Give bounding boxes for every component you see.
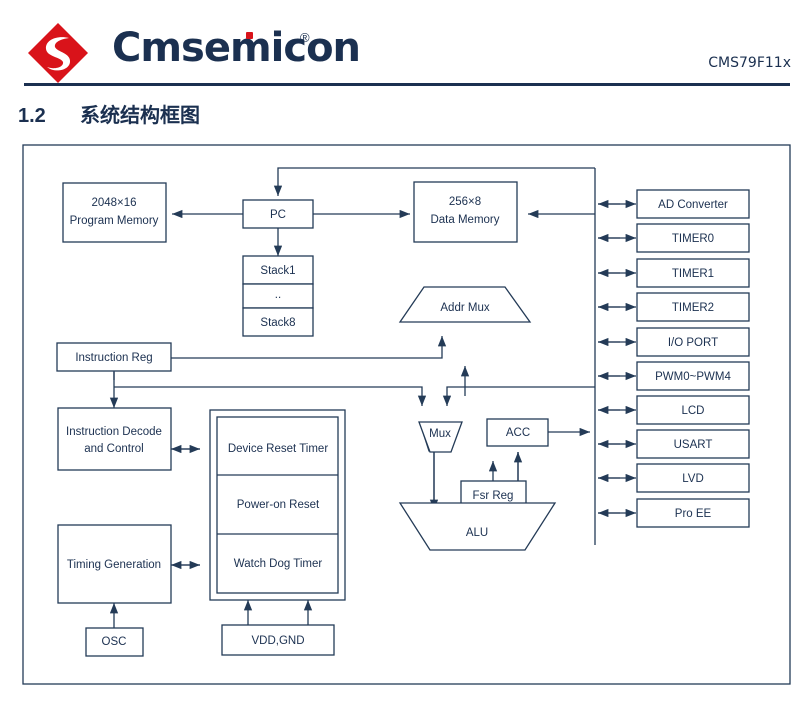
block-alu (398, 502, 557, 551)
block-peripheral-3 (636, 292, 750, 322)
label-addr-mux: Addr Mux (440, 302, 489, 314)
block-peripheral-9 (636, 498, 750, 528)
logo-wordmark: Cmsemicon (112, 25, 361, 71)
label-instruction-reg: Instruction Reg (75, 352, 152, 364)
block-peripheral-8 (636, 463, 750, 493)
block-data-memory (413, 181, 518, 243)
label-timing-generation: Timing Generation (67, 559, 161, 571)
label-peripheral-4: I/O PORT (668, 337, 718, 349)
section-title: 系统结构框图 (80, 105, 200, 127)
label-data-memory-line1: 256×8 (449, 196, 481, 208)
block-stack8 (242, 307, 314, 337)
bus-top-to-pc (273, 167, 595, 196)
label-peripheral-9: Pro EE (675, 508, 712, 520)
label-instruction-decode-line1: Instruction Decode (66, 426, 162, 438)
part-number-label: CMS79F11x (708, 55, 791, 71)
label-instruction-decode-line2: and Control (84, 443, 143, 455)
registered-trademark-icon: ® (300, 30, 310, 45)
label-mux: Mux (429, 428, 451, 440)
label-peripheral-0: AD Converter (658, 199, 728, 211)
label-program-memory-line1: 2048×16 (91, 197, 136, 209)
label-peripheral-5: PWM0~PWM4 (655, 371, 731, 383)
label-stack8: Stack8 (260, 317, 295, 329)
label-peripheral-3: TIMER2 (672, 302, 714, 314)
label-vdd-gnd: VDD,GND (251, 635, 304, 647)
system-block-diagram: 2048×16 Program Memory PC Stack1 .. Stac… (0, 138, 807, 693)
label-osc: OSC (102, 636, 127, 648)
block-peripheral-0 (636, 189, 750, 219)
block-instruction-decode (57, 407, 172, 471)
block-peripheral-2 (636, 258, 750, 288)
block-peripheral-1 (636, 223, 750, 253)
block-peripheral-6 (636, 395, 750, 425)
diagram-frame (22, 144, 791, 685)
label-peripheral-1: TIMER0 (672, 233, 714, 245)
label-data-memory-line2: Data Memory (430, 214, 499, 226)
label-acc: ACC (506, 427, 530, 439)
cmsemicon-logo-icon (28, 23, 88, 83)
block-program-memory (62, 182, 167, 243)
block-stack-middle (242, 283, 314, 309)
block-vdd-gnd (221, 624, 335, 656)
block-peripheral-7 (636, 429, 750, 459)
label-program-memory-line2: Program Memory (70, 215, 159, 227)
block-acc (486, 418, 549, 447)
bus-ireg-to-addrmux (171, 336, 447, 359)
header-divider (24, 83, 790, 86)
label-peripheral-6: LCD (681, 405, 704, 417)
label-watch-dog-timer: Watch Dog Timer (234, 558, 323, 570)
label-peripheral-7: USART (674, 439, 713, 451)
label-peripheral-8: LVD (682, 473, 704, 485)
block-mux-shape (418, 421, 463, 453)
block-reset-group-inner (216, 416, 339, 594)
section-heading: 1.2 系统结构框图 (18, 99, 200, 128)
label-peripheral-2: TIMER1 (672, 268, 714, 280)
label-fsr-reg: Fsr Reg (473, 490, 514, 502)
block-osc (85, 627, 144, 657)
block-peripheral-4 (636, 327, 750, 357)
label-power-on-reset: Power-on Reset (237, 499, 320, 511)
block-addr-mux (398, 286, 532, 323)
label-pc: PC (270, 209, 286, 221)
label-device-reset-timer: Device Reset Timer (228, 443, 329, 455)
bus-right-to-mux (442, 386, 595, 406)
block-instruction-reg (56, 342, 172, 372)
label-alu: ALU (466, 527, 488, 539)
logo-i-dot-icon (246, 32, 253, 39)
block-pc (242, 199, 314, 229)
block-timing-generation (57, 524, 172, 604)
page-header: Cmsemicon ® CMS79F11x (0, 0, 807, 86)
label-stack-middle: .. (275, 289, 281, 301)
block-peripheral-5 (636, 361, 750, 391)
section-number: 1.2 (18, 105, 46, 127)
bus-ireg-to-mux-left (114, 386, 427, 406)
label-stack1: Stack1 (260, 265, 295, 277)
